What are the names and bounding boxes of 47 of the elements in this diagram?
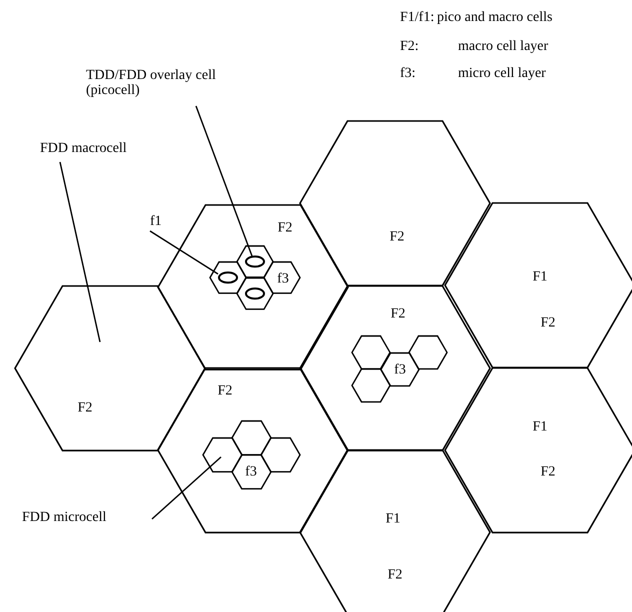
cell-label: f3 <box>394 362 406 378</box>
callout-text: TDD/FDD overlay cell (picocell) <box>86 68 254 98</box>
small-hexagon-cell <box>202 438 242 472</box>
small-hexagon-cell <box>409 336 447 368</box>
small-hexagon-cell <box>210 262 246 294</box>
key-text: F2: <box>400 39 419 55</box>
key-text: f3: <box>400 66 416 82</box>
cell-label: F2 <box>390 229 404 244</box>
small-hexagon-cell <box>237 278 273 310</box>
cell-label: F2 <box>540 464 556 480</box>
small-hexagon-cell <box>264 262 300 294</box>
small-hexagon-cell <box>381 352 419 386</box>
cell-label: F2 <box>218 383 232 398</box>
cell-label: F2 <box>278 220 292 236</box>
cell-label: f3 <box>245 464 257 480</box>
cell-label: F1 <box>532 269 548 284</box>
hexagon-cell <box>445 368 632 532</box>
callout-text: FDD macrocell <box>40 141 127 156</box>
callout-text: FDD microcell <box>22 510 106 525</box>
hexagon-cell <box>300 450 490 612</box>
callout-text: f1 <box>150 214 162 229</box>
hexagon-cell <box>300 286 490 450</box>
small-hexagon-cell <box>352 336 390 368</box>
small-hexagon-cell <box>260 438 300 472</box>
cell-label: F2 <box>390 306 406 322</box>
cell-label: F2 <box>540 315 556 330</box>
cell-label: F1 <box>532 419 548 434</box>
small-hexagon-cell <box>232 421 270 455</box>
key-text: pico and macro cells <box>437 10 552 26</box>
small-hexagon-cell <box>232 455 270 489</box>
cell-label: F2 <box>388 567 402 582</box>
cell-label: F1 <box>386 511 400 526</box>
cell-label: f3 <box>277 271 289 286</box>
small-hexagon-cell <box>237 246 273 278</box>
hexagon-cell <box>445 202 632 368</box>
leader-line <box>150 230 218 275</box>
hexagon-cell <box>158 368 348 532</box>
hexagon-cell <box>15 286 205 450</box>
small-hexagon-cell <box>352 368 390 402</box>
key-text: macro cell layer <box>458 39 548 55</box>
leader-line <box>152 456 222 520</box>
key-text: micro cell layer <box>458 66 546 82</box>
cell-label: F2 <box>78 400 92 416</box>
leader-line <box>59 162 101 342</box>
key-text: F1/f1: <box>400 10 434 26</box>
hexagon-cell <box>300 120 490 286</box>
leader-line <box>195 106 253 256</box>
